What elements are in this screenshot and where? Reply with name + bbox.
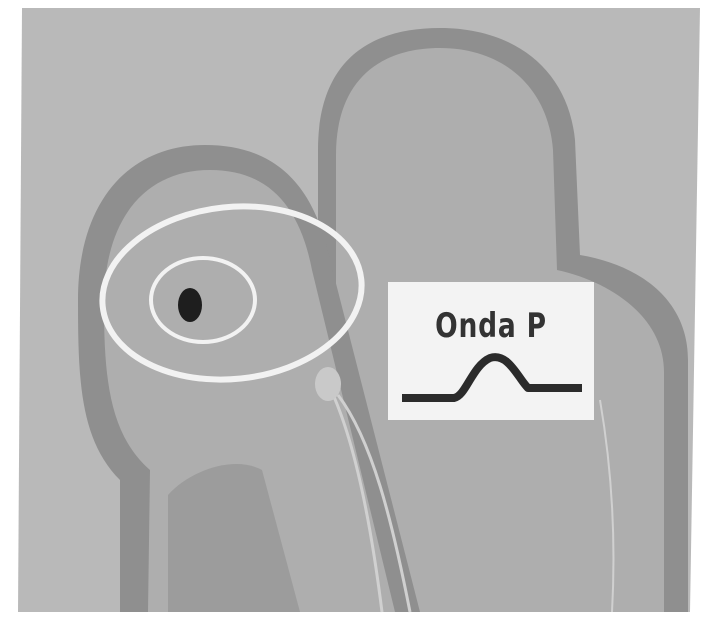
av-node [315,367,341,401]
p-wave-label-card: Onda P [388,282,594,420]
p-wave-trace [406,357,578,398]
sinoatrial-node-dot [178,288,202,322]
p-wave-trace-icon [388,282,594,420]
